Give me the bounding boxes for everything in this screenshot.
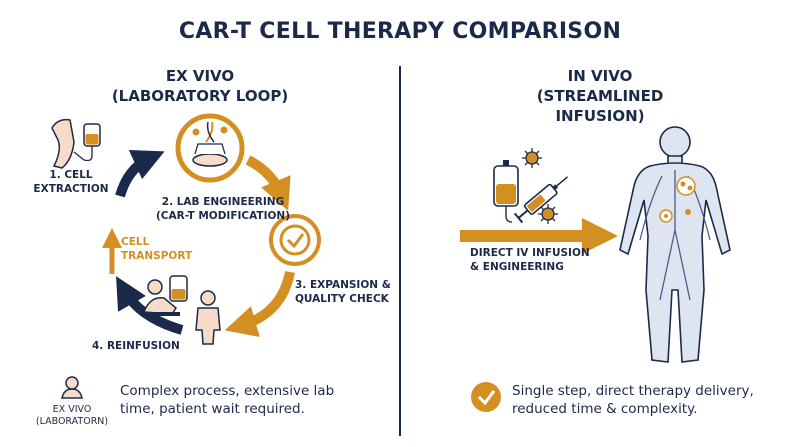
step-3-line2: QUALITY CHECK (295, 293, 389, 305)
step-4-line1: 4. REINFUSION (92, 340, 180, 352)
person-icon (195, 290, 221, 345)
human-body-icon (619, 126, 731, 363)
person-icon (61, 376, 83, 399)
in-vivo-heading-line1: IN VIVO (567, 67, 633, 85)
step-1-label: 1. CELL EXTRACTION (32, 168, 110, 196)
ex-vivo-icon-caption: EX VIVO (LABORATORN) (30, 404, 114, 428)
virus-icon (522, 148, 542, 168)
step-2-line1: 2. LAB ENGINEERING (161, 196, 285, 208)
arrow-lab-to-expansion (245, 155, 291, 211)
ex-vivo-summary-line1: Complex process, extensive lab (120, 383, 335, 399)
page-title: CAR-T CELL THERAPY COMPARISON (178, 19, 622, 44)
arm-icon (51, 118, 75, 169)
in-vivo-summary-line2: reduced time & complexity. (512, 401, 698, 417)
arrow-extraction-to-lab (115, 150, 165, 198)
step-4-label: 4. REINFUSION (92, 339, 192, 353)
check-circle-icon (471, 382, 501, 412)
cell-transport-line1: CELL (121, 236, 150, 248)
ex-vivo-heading-line2: (LABORATORY LOOP) (111, 87, 289, 105)
infusion-line1: DIRECT IV INFUSION (470, 247, 590, 259)
syringe-icon (513, 176, 569, 224)
ex-vivo-summary: Complex process, extensive lab time, pat… (120, 382, 390, 418)
step-3-line1: 3. EXPANSION & (295, 279, 391, 291)
patient-icon (140, 275, 188, 316)
cell-transport-label: CELL TRANSPORT (121, 235, 201, 263)
in-vivo-summary-line1: Single step, direct therapy delivery, (512, 383, 754, 399)
infusion-label: DIRECT IV INFUSION & ENGINEERING (470, 246, 610, 274)
infusion-line2: & ENGINEERING (470, 261, 564, 273)
step-3-label: 3. EXPANSION & QUALITY CHECK (295, 278, 395, 306)
ex-vivo-icon-caption-line1: EX VIVO (52, 404, 92, 415)
step-1-line2: EXTRACTION (33, 183, 109, 195)
step-2-line2: (CAR-T MODIFICATION) (155, 210, 291, 222)
in-vivo-heading: IN VIVO (STREAMLINED INFUSION) (490, 66, 710, 126)
ex-vivo-icon-caption-line2: (LABORATORN) (35, 416, 109, 427)
step-2-label: 2. LAB ENGINEERING (CAR-T MODIFICATION) (148, 195, 298, 223)
iv-bag-icon (493, 160, 519, 223)
iv-bag-icon (73, 123, 101, 162)
check-circle-icon (269, 214, 321, 266)
ex-vivo-heading: EX VIVO (LABORATORY LOOP) (90, 66, 310, 106)
section-divider (399, 66, 401, 436)
step-1-line1: 1. CELL (49, 169, 93, 181)
ex-vivo-loop-diagram (51, 113, 321, 399)
in-vivo-summary: Single step, direct therapy delivery, re… (512, 382, 792, 418)
in-vivo-diagram (460, 126, 731, 412)
cell-transport-line2: TRANSPORT (121, 250, 193, 262)
in-vivo-heading-line2: (STREAMLINED INFUSION) (536, 87, 664, 125)
ex-vivo-heading-line1: EX VIVO (165, 67, 235, 85)
virus-icon (538, 204, 558, 224)
arrow-expansion-to-reinfusion (224, 270, 295, 337)
ex-vivo-summary-line2: time, patient wait required. (120, 401, 305, 417)
petri-dish-icon (175, 113, 245, 183)
